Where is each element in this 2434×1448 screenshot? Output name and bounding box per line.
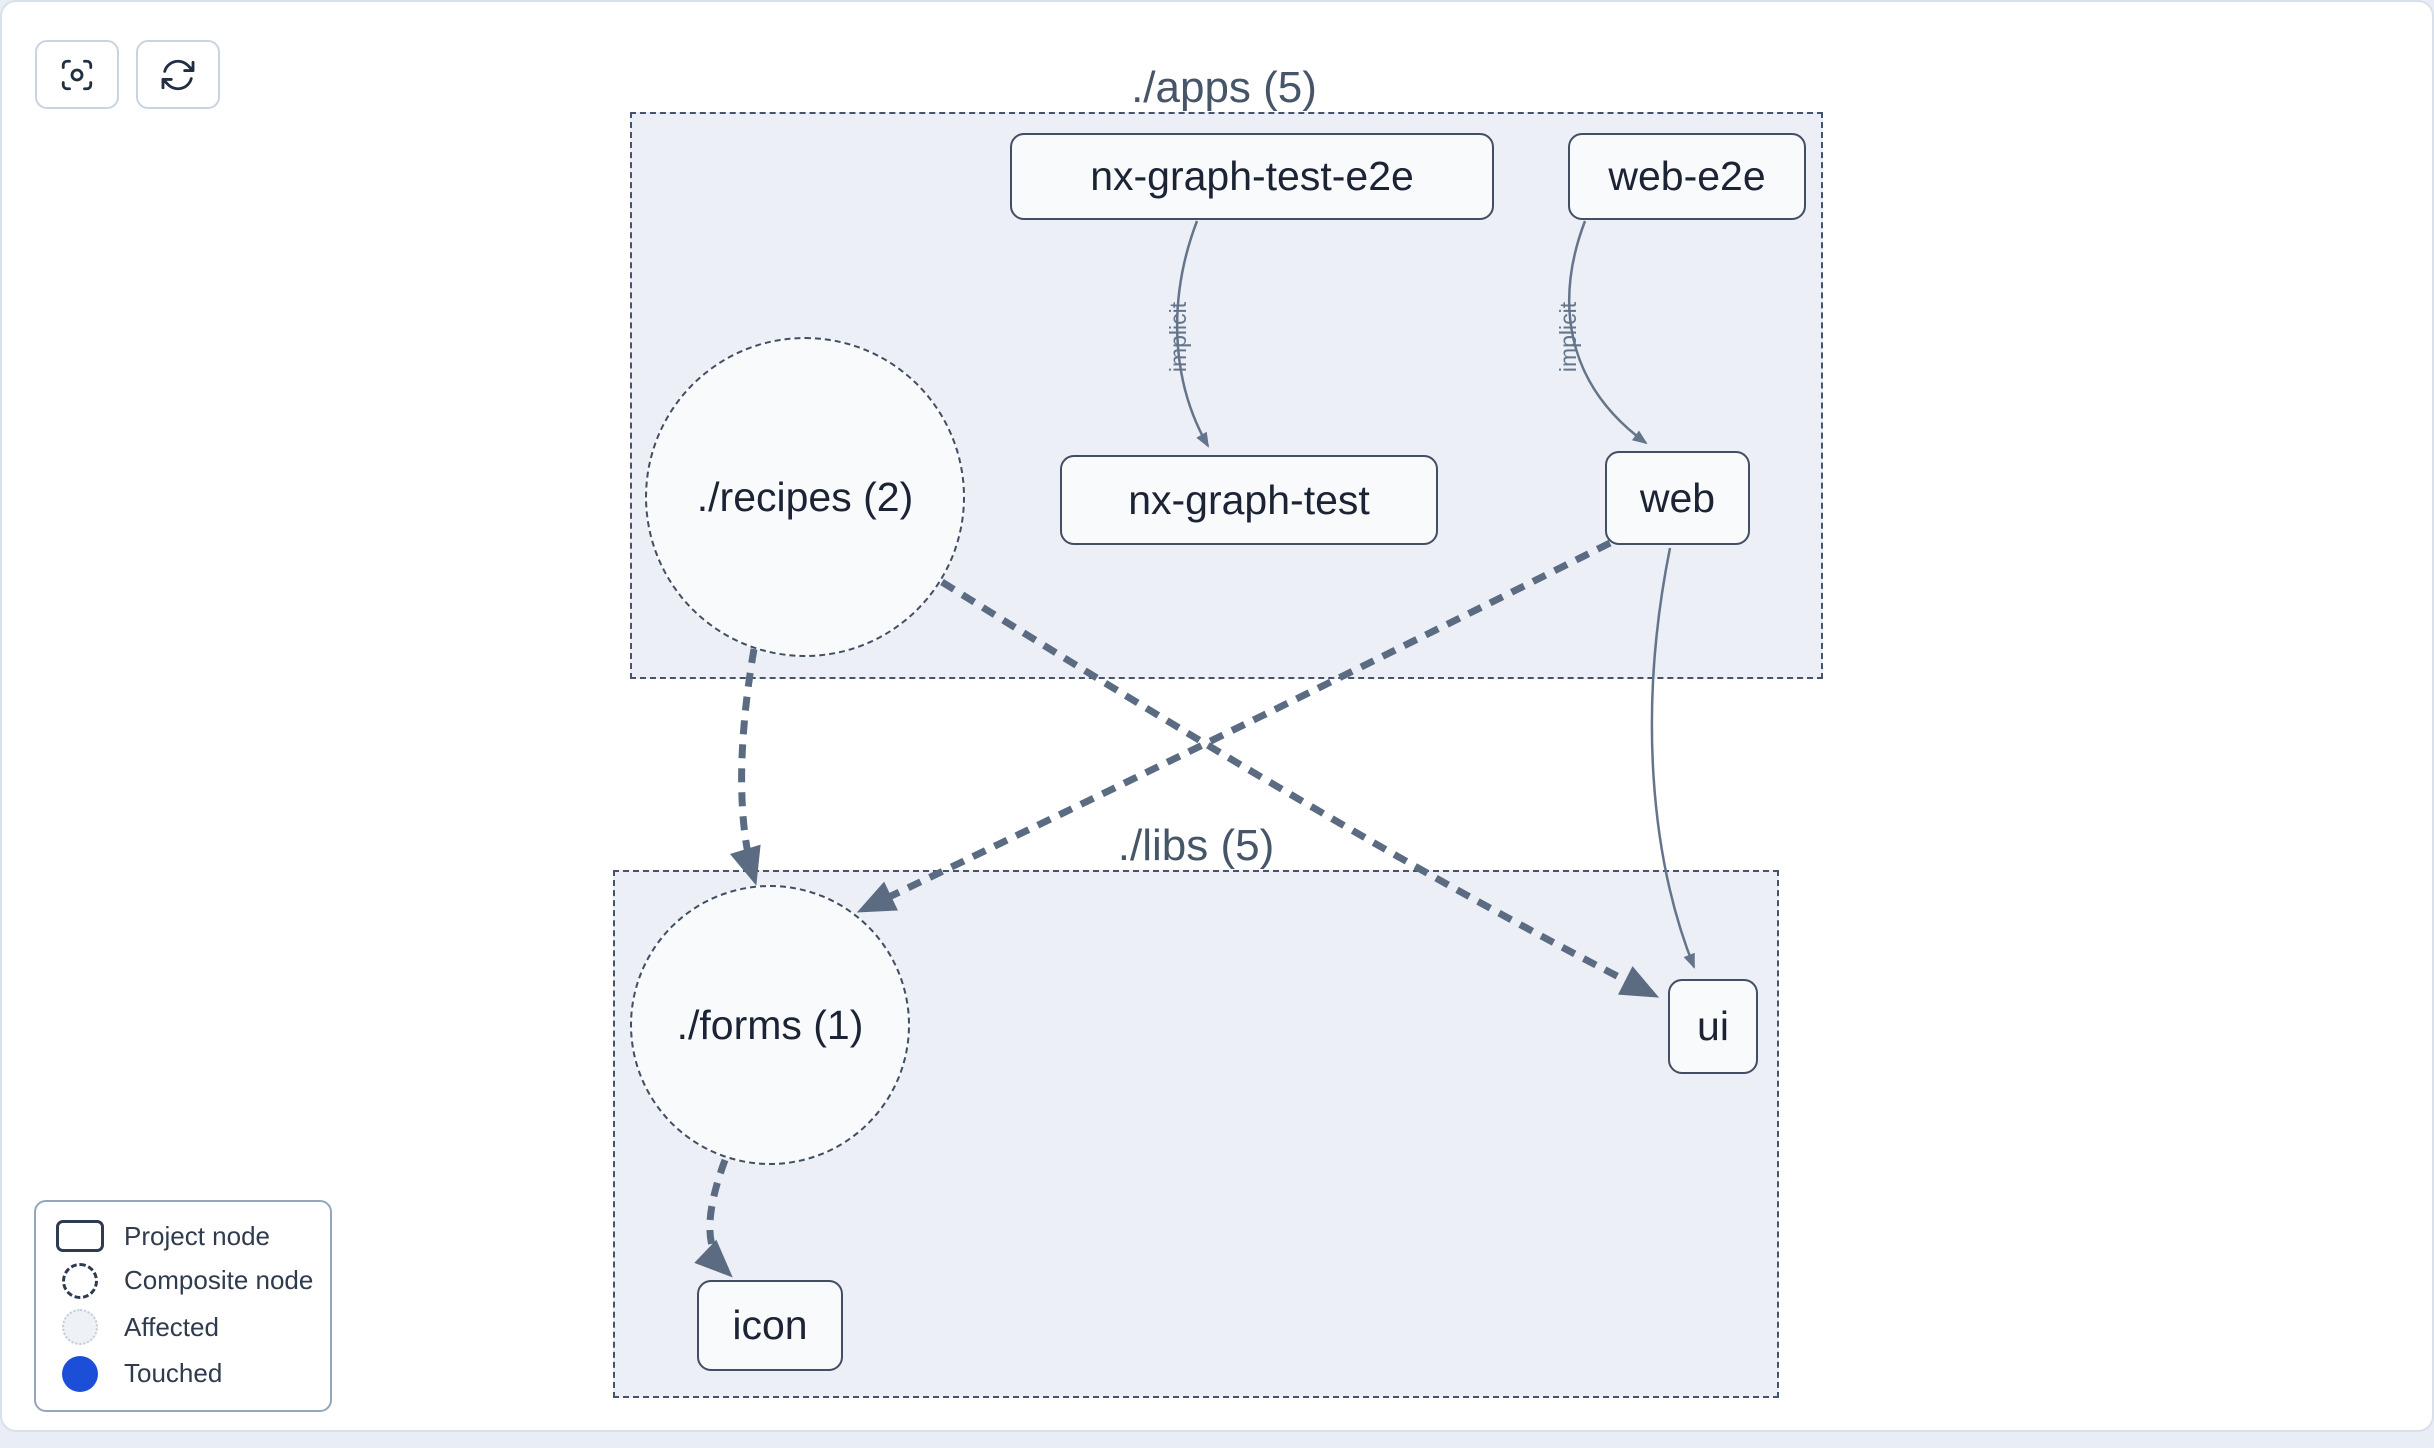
- node-label: web: [1639, 474, 1716, 521]
- node-icon[interactable]: icon: [697, 1280, 843, 1371]
- edge-recipes-to-ui: [940, 579, 1660, 998]
- toolbar: [35, 40, 220, 109]
- affected-swatch-icon: [62, 1309, 98, 1346]
- edge-web-to-forms: [856, 539, 1612, 913]
- edge-nx-graph-test-e2e-to-nx-graph-test: [1175, 220, 1210, 448]
- legend: Project node Composite node Affected Tou…: [34, 1200, 332, 1412]
- node-recipes-composite[interactable]: ./recipes (2): [645, 337, 965, 657]
- edge-label-implicit-1: implicit: [1165, 301, 1191, 372]
- node-label: ui: [1697, 1003, 1729, 1049]
- node-ui[interactable]: ui: [1668, 979, 1758, 1074]
- viewfinder-circle-icon: [61, 59, 93, 90]
- node-label: icon: [732, 1302, 808, 1348]
- refresh-button[interactable]: [136, 40, 220, 109]
- edge-forms-to-icon: [694, 1158, 733, 1278]
- group-apps-label: ./apps (5): [1131, 63, 1317, 112]
- composite-node-swatch-icon: [62, 1262, 98, 1299]
- legend-label: Affected: [124, 1311, 219, 1342]
- edge-web-e2e-to-web: [1568, 220, 1648, 445]
- legend-item-affected: Affected: [36, 1309, 330, 1346]
- legend-label: Touched: [124, 1358, 223, 1389]
- node-web-e2e[interactable]: web-e2e: [1568, 133, 1806, 220]
- touched-swatch-icon: [62, 1355, 98, 1392]
- focus-button[interactable]: [35, 40, 119, 109]
- node-forms-composite[interactable]: ./forms (1): [630, 885, 910, 1165]
- refresh-icon: [161, 59, 195, 90]
- legend-item-touched: Touched: [36, 1355, 330, 1392]
- legend-item-composite-node: Composite node: [36, 1262, 330, 1299]
- node-nx-graph-test[interactable]: nx-graph-test: [1060, 455, 1438, 545]
- edge-label-implicit-2: implicit: [1555, 301, 1581, 372]
- legend-label: Composite node: [124, 1265, 314, 1296]
- legend-item-project-node: Project node: [36, 1220, 330, 1253]
- node-label: web-e2e: [1608, 153, 1766, 199]
- node-web[interactable]: web: [1605, 451, 1750, 545]
- edge-recipes-to-forms: [729, 648, 761, 886]
- node-label: ./forms (1): [676, 1001, 864, 1048]
- project-node-swatch-icon: [56, 1220, 104, 1253]
- node-nx-graph-test-e2e[interactable]: nx-graph-test-e2e: [1010, 133, 1494, 220]
- node-label: ./recipes (2): [696, 473, 914, 520]
- node-label: nx-graph-test-e2e: [1090, 153, 1414, 199]
- node-label: nx-graph-test: [1128, 476, 1370, 523]
- edge-web-to-ui: [1650, 547, 1696, 969]
- legend-label: Project node: [124, 1220, 270, 1251]
- group-libs-label: ./libs (5): [1117, 821, 1275, 870]
